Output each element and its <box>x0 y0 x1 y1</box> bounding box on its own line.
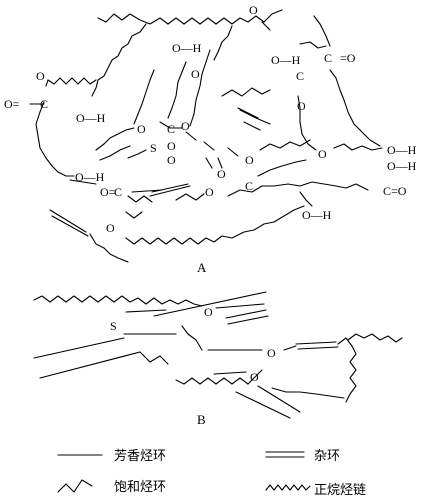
panel-a-structure <box>29 9 383 263</box>
right-alkane-chain <box>333 143 383 151</box>
s-label: S <box>110 319 117 333</box>
oh-label: O—H <box>387 159 417 173</box>
o-label: O <box>167 139 176 153</box>
legend-label-aromatic: 芳香烃环 <box>114 449 166 464</box>
legend-label-hetero: 杂环 <box>314 449 340 464</box>
b-aromatic-bottom <box>235 391 291 419</box>
oh-label: O—H <box>387 143 417 157</box>
c-label: C <box>40 97 48 111</box>
s-label: S <box>150 141 157 155</box>
c-label: C <box>324 51 332 65</box>
c-eq-o-label: C=O <box>383 184 407 198</box>
o-label: O <box>167 153 176 167</box>
o-label: O <box>267 346 276 360</box>
o-label: O <box>245 153 254 167</box>
o-label: O <box>249 3 258 17</box>
o-label: O <box>205 185 214 199</box>
o-eq-label: O= <box>100 185 116 199</box>
o-label: O <box>204 305 213 319</box>
oh-label: O—H <box>271 53 301 67</box>
o-label: O <box>297 99 306 113</box>
panel-b-structure <box>33 291 403 419</box>
b-aromatic-top <box>153 291 267 317</box>
b-hetero-top <box>225 309 267 319</box>
b-hetero-right <box>295 341 337 345</box>
panel-b-labels: O S O O <box>110 305 276 384</box>
o-label: O <box>137 122 146 136</box>
panel-b-label: B <box>197 412 206 427</box>
legend-item-nalkane: 正烷烃链 <box>265 483 366 498</box>
o-label: O <box>36 69 45 83</box>
o-label: O <box>217 167 226 181</box>
o-label: O <box>250 370 259 384</box>
legend-item-aromatic: 芳香烃环 <box>57 449 166 464</box>
o-label: O <box>106 221 115 235</box>
left-alkane-chain <box>91 23 147 97</box>
c-label: C <box>167 122 175 136</box>
lower-alkane-chain <box>125 205 305 245</box>
legend-item-hetero: 杂环 <box>265 449 340 464</box>
legend-item-saturated: 饱和烃环 <box>57 479 166 495</box>
legend-label-nalkane: 正烷烃链 <box>314 483 366 498</box>
b-right-alkane <box>337 337 357 403</box>
panel-a-labels: O O—H O—H C =O O O= C O—H O O C O C O S … <box>4 3 417 235</box>
b-aromatic-left <box>33 337 125 359</box>
eq-o-label: =O <box>340 51 356 65</box>
o-label: O <box>318 147 327 161</box>
b-top-alkane <box>33 295 203 307</box>
c-label: C <box>114 185 122 199</box>
oh-label: O—H <box>75 170 105 184</box>
oh-label: O—H <box>76 111 106 125</box>
saturated-ring-1 <box>221 87 271 97</box>
hetero-ring-a1 <box>49 209 87 233</box>
oh-label: O—H <box>172 41 202 55</box>
top-alkane-chain <box>97 9 283 25</box>
legend: 芳香烃环 杂环 饱和烃环 正烷烃链 <box>57 449 366 498</box>
o-eq-label: O= <box>4 97 20 111</box>
o-label: O <box>181 119 190 133</box>
c-label: C <box>245 179 253 193</box>
c-label: C <box>296 69 304 83</box>
o-label: O <box>191 67 200 81</box>
legend-label-saturated: 饱和烃环 <box>114 480 166 495</box>
oh-label: O—H <box>302 208 332 222</box>
panel-a-label: A <box>197 260 207 275</box>
